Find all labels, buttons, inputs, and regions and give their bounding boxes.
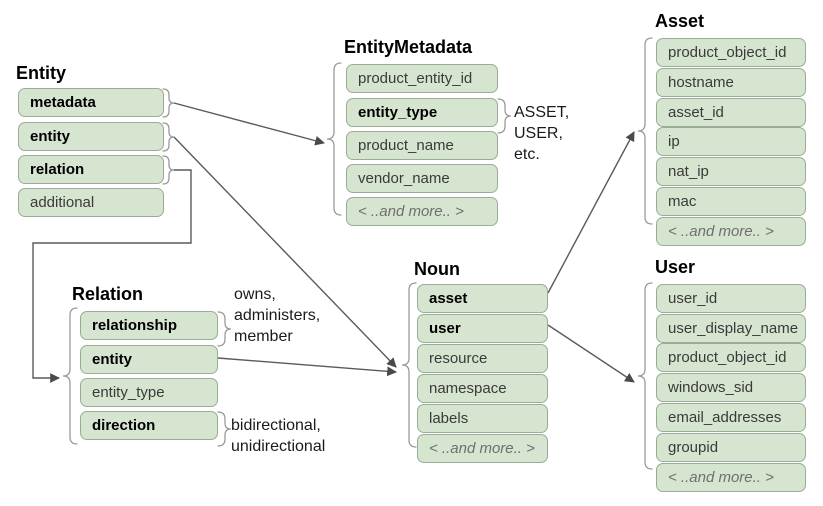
field-relation-entity[interactable]: entity bbox=[80, 345, 218, 374]
group-title-asset: Asset bbox=[655, 11, 705, 31]
field-entity-relation[interactable]: relation bbox=[18, 155, 164, 184]
brace-relationship-values bbox=[217, 311, 232, 347]
field-asset-product-object-id[interactable]: product_object_id bbox=[656, 38, 806, 67]
group-title-noun: Noun bbox=[414, 259, 460, 279]
field-user-windows-sid[interactable]: windows_sid bbox=[656, 373, 806, 402]
field-em-entity-type[interactable]: entity_type bbox=[346, 98, 498, 127]
field-user-user-display-name[interactable]: user_display_name bbox=[656, 314, 806, 343]
field-asset-ip[interactable]: ip bbox=[656, 127, 806, 156]
field-noun-user[interactable]: user bbox=[417, 314, 548, 343]
field-asset-asset-id[interactable]: asset_id bbox=[656, 98, 806, 127]
wire-metadata-to-entitymetadata bbox=[173, 102, 325, 146]
field-noun-resource[interactable]: resource bbox=[417, 344, 548, 373]
field-noun-asset[interactable]: asset bbox=[417, 284, 548, 313]
field-asset-nat-ip[interactable]: nat_ip bbox=[656, 157, 806, 186]
field-user-user-id[interactable]: user_id bbox=[656, 284, 806, 313]
annotation-entity-type-values: ASSET, USER, etc. bbox=[514, 104, 570, 163]
field-user-and-more: < ..and more.. > bbox=[656, 463, 806, 492]
field-noun-and-more: < ..and more.. > bbox=[417, 434, 548, 463]
group-title-user: User bbox=[655, 257, 696, 277]
field-noun-labels[interactable]: labels bbox=[417, 404, 548, 433]
brace-user-group bbox=[637, 282, 653, 470]
wire-noun-user-to-user bbox=[547, 324, 635, 383]
brace-entity-type-values bbox=[497, 98, 512, 134]
brace-noun-group bbox=[401, 282, 417, 448]
field-relation-relationship[interactable]: relationship bbox=[80, 311, 218, 340]
brace-relation-group bbox=[62, 307, 78, 445]
field-asset-mac[interactable]: mac bbox=[656, 187, 806, 216]
brace-entity-metadata-group bbox=[326, 62, 342, 216]
group-title-relation: Relation bbox=[72, 284, 144, 304]
field-noun-namespace[interactable]: namespace bbox=[417, 374, 548, 403]
brace-asset-group bbox=[637, 37, 653, 225]
field-em-and-more: < ..and more.. > bbox=[346, 197, 498, 226]
field-relation-entity-type[interactable]: entity_type bbox=[80, 378, 218, 407]
field-asset-and-more: < ..and more.. > bbox=[656, 217, 806, 246]
field-entity-metadata[interactable]: metadata bbox=[18, 88, 164, 117]
brace-entity-relation bbox=[162, 155, 175, 185]
annotation-relationship-values: owns, administers, member bbox=[234, 286, 321, 345]
field-em-vendor-name[interactable]: vendor_name bbox=[346, 164, 498, 193]
brace-entity-entity bbox=[162, 122, 175, 152]
group-title-entity: Entity bbox=[16, 63, 67, 83]
field-entity-entity[interactable]: entity bbox=[18, 122, 164, 151]
field-asset-hostname[interactable]: hostname bbox=[656, 68, 806, 97]
field-em-product-entity-id[interactable]: product_entity_id bbox=[346, 64, 498, 93]
annotation-direction-values: bidirectional, unidirectional bbox=[231, 417, 326, 455]
field-user-email-addresses[interactable]: email_addresses bbox=[656, 403, 806, 432]
brace-entity-metadata bbox=[162, 88, 175, 118]
field-user-product-object-id[interactable]: product_object_id bbox=[656, 343, 806, 372]
field-relation-direction[interactable]: direction bbox=[80, 411, 218, 440]
field-user-groupid[interactable]: groupid bbox=[656, 433, 806, 462]
group-title-entity-metadata: EntityMetadata bbox=[344, 37, 473, 57]
brace-direction-values bbox=[217, 411, 232, 447]
field-em-product-name[interactable]: product_name bbox=[346, 131, 498, 160]
field-entity-additional[interactable]: additional bbox=[18, 188, 164, 217]
wire-relationentity-to-noun bbox=[217, 357, 397, 377]
